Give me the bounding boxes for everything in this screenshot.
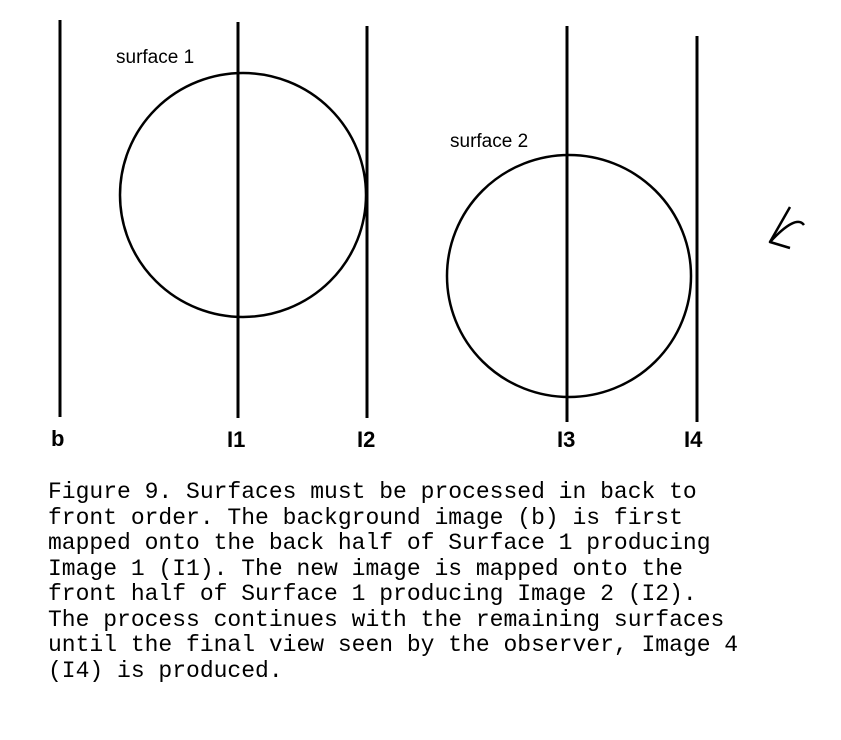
observer-eye-icon (768, 206, 806, 250)
caption-line: until the final view seen by the observe… (48, 632, 739, 658)
caption-line: front order. The background image (b) is… (48, 504, 683, 531)
caption-line: Image 1 (I1). The new image is mapped on… (48, 555, 683, 582)
surface-2-circle (445, 153, 693, 399)
surface-2-label: surface 2 (450, 131, 528, 152)
plane-i4-label: I4 (684, 427, 703, 452)
plane-b-label: b (51, 426, 64, 451)
plane-i3-label: I3 (557, 427, 575, 452)
caption-line: Figure 9. Surfaces must be processed in … (48, 479, 697, 505)
caption-line: front half of Surface 1 producing Image … (48, 581, 697, 607)
caption-line: The process continues with the remaining… (48, 606, 725, 633)
caption-line: (I4) is produced. (48, 657, 283, 684)
figure-caption: Figure 9. Surfaces must be processed in … (48, 479, 838, 684)
surface-1-label: surface 1 (116, 47, 194, 68)
plane-i1-label: I1 (227, 427, 245, 452)
plane-i2-label: I2 (357, 427, 375, 452)
caption-line: mapped onto the back half of Surface 1 p… (48, 530, 711, 556)
surface-1-circle (118, 71, 368, 319)
